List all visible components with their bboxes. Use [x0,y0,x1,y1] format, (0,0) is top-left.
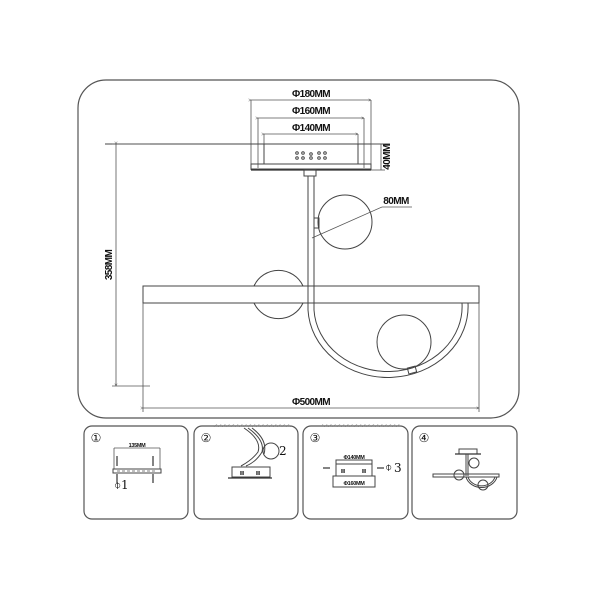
canopy-mid-diameter-label: Φ160MM [292,106,330,117]
canopy-inner-diameter-label: Φ140MM [292,123,330,134]
step-2-panel: ② 2 III III [193,424,299,520]
step-3-panel: ③ Φ140MM III III Φ160MM ⌽ 3 [302,424,409,520]
screw-icon: ⌽ [385,460,392,474]
step-4-number: ④ [419,431,430,445]
overall-height-label: 358MM [104,250,115,281]
step-3-screw-label: 3 [394,461,402,475]
globe-diameter-label: 80MM [383,196,409,207]
overall-diameter-dimension: Φ500MM [143,303,479,412]
step-1-dimension-label: 135MM [129,443,147,449]
step-3-inner-label: Φ140MM [343,455,365,461]
main-drawing: Φ180MM Φ160MM Φ140MM [77,79,520,419]
left-globe [253,269,304,320]
overall-diameter-label: Φ500MM [292,397,330,408]
svg-text:III: III [240,471,244,477]
horizontal-arm [142,285,480,304]
svg-text:III: III [256,471,260,477]
assembled-fixture-thumbnail [432,448,500,491]
curved-arm [307,302,469,378]
stem [307,176,315,304]
step-3-number: ③ [310,431,321,445]
ceiling-hatch [322,424,400,427]
screw-icon: ⌽ [114,478,121,492]
wire-connector-detail [262,442,280,460]
lower-globe [376,314,432,375]
ceiling-hatch [213,424,291,427]
step-2-number: ② [201,431,212,445]
overall-height-dimension: 358MM [104,144,150,386]
svg-text:III: III [362,469,366,475]
step-2-wire-label: 2 [279,444,287,458]
step-3-outer-label: Φ160MM [343,481,365,487]
canopy: 40MM [105,143,393,177]
step-4-panel: ④ [411,425,518,520]
canopy-holes [295,151,327,160]
svg-text:III: III [341,469,345,475]
junction-box [231,466,271,478]
canopy-height-label: 40MM [382,144,393,170]
canopy-outer-diameter-label: Φ180MM [292,89,330,100]
main-frame [77,79,520,419]
step-1-number: ① [91,431,102,445]
canopy-dimensions: Φ180MM Φ160MM Φ140MM [251,89,371,170]
upper-globe: 80MM [311,194,412,250]
step-1-panel: ① 135MM ⌽ 1 [83,425,189,520]
step-1-screw-label: 1 [121,478,129,492]
